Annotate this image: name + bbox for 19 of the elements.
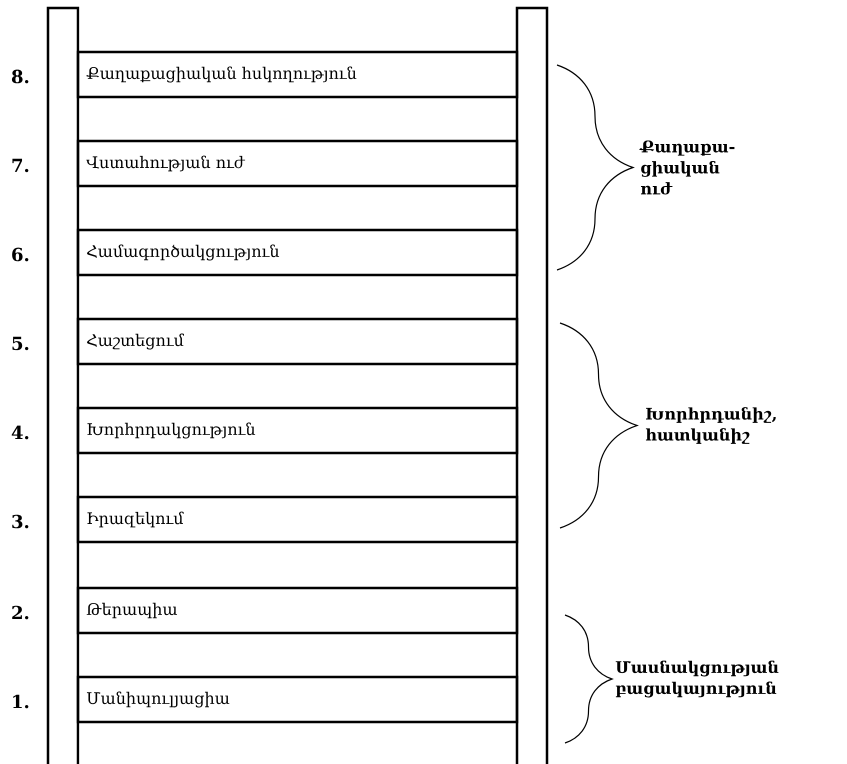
rung-box: Քաղաքացիական հսկողություն — [76, 50, 518, 98]
rung-box: Թերապիա — [76, 586, 518, 634]
rung-box: Խորհրդակցություն — [76, 406, 518, 454]
group-label: Խորհրդանիշ, հատկանիշ — [646, 407, 776, 444]
rung-box: Մանիպուլյացիա — [76, 676, 518, 724]
rung-number: 2. — [12, 606, 28, 620]
group-label: Քաղաքա- ցիական ուժ — [639, 140, 734, 195]
rung-box: Իրազեկում — [76, 496, 518, 544]
rung-number: 1. — [13, 694, 28, 708]
rung-number: 3. — [12, 514, 28, 528]
rung-number: 6. — [12, 248, 28, 262]
rung-box: Համագործակցություն — [76, 228, 518, 276]
rung-number: 8. — [12, 70, 28, 84]
rung-box: Հաշտեցում — [76, 318, 518, 366]
rung-number: 4. — [12, 426, 28, 440]
rung-number: 7. — [12, 158, 28, 172]
group-label: Մասնակցության բացակայություն — [616, 660, 778, 698]
rung-box: Վստահության ուժ — [76, 140, 518, 188]
rung-number: 5. — [12, 336, 28, 350]
